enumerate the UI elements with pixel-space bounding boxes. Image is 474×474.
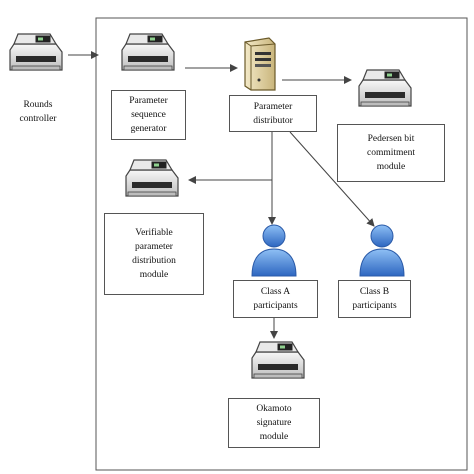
class-b-label: Class B participants <box>338 280 411 318</box>
verifiable-line-2: parameter <box>135 242 173 252</box>
printer-icon <box>251 341 305 379</box>
okamoto-line-2: signature <box>256 418 292 428</box>
parameter-sequence-generator-label: Parameter sequence generator <box>111 90 186 140</box>
user-icon <box>251 224 297 277</box>
class-a-line-2: participants <box>253 301 298 311</box>
class-a-label: Class A participants <box>233 280 318 318</box>
generator-line-1: Parameter <box>129 96 168 106</box>
okamoto-module-label: Okamoto signature module <box>228 398 320 448</box>
verifiable-line-3: distribution <box>132 256 176 266</box>
user-icon <box>359 224 405 277</box>
distributor-line-2: distributor <box>253 115 293 126</box>
pedersen-line-1: Pedersen bit <box>367 134 415 144</box>
class-b-line-1: Class B <box>359 287 390 297</box>
edge-distributor-to-class-b <box>289 131 375 227</box>
class-b-line-2: participants <box>352 301 397 311</box>
pedersen-module-label: Pedersen bit commitment module <box>337 124 445 182</box>
printer-icon <box>358 69 412 107</box>
printer-icon <box>9 33 63 71</box>
okamoto-line-1: Okamoto <box>256 404 292 414</box>
parameter-distributor-label: Parameter distributor <box>229 95 317 132</box>
pedersen-line-3: module <box>376 162 406 172</box>
okamoto-line-3: module <box>259 432 289 442</box>
rounds-controller-line-1: Rounds <box>23 100 53 110</box>
verifiable-line-4: module <box>139 270 169 280</box>
printer-icon <box>121 33 175 71</box>
rounds-controller-line-2: controller <box>19 114 57 124</box>
verifiable-line-1: Verifiable <box>135 228 173 238</box>
generator-line-3: generator <box>130 124 167 134</box>
printer-icon <box>125 159 179 197</box>
distributor-line-1: Parameter <box>253 101 293 112</box>
verifiable-module-label: Verifiable parameter distribution module <box>104 213 204 295</box>
pedersen-line-2: commitment <box>366 148 416 158</box>
system-boundary <box>95 17 468 471</box>
server-tower-icon <box>244 37 276 91</box>
rounds-controller-label: Rounds controller <box>2 94 74 130</box>
class-a-line-1: Class A <box>260 287 291 297</box>
generator-line-2: sequence <box>131 110 166 120</box>
